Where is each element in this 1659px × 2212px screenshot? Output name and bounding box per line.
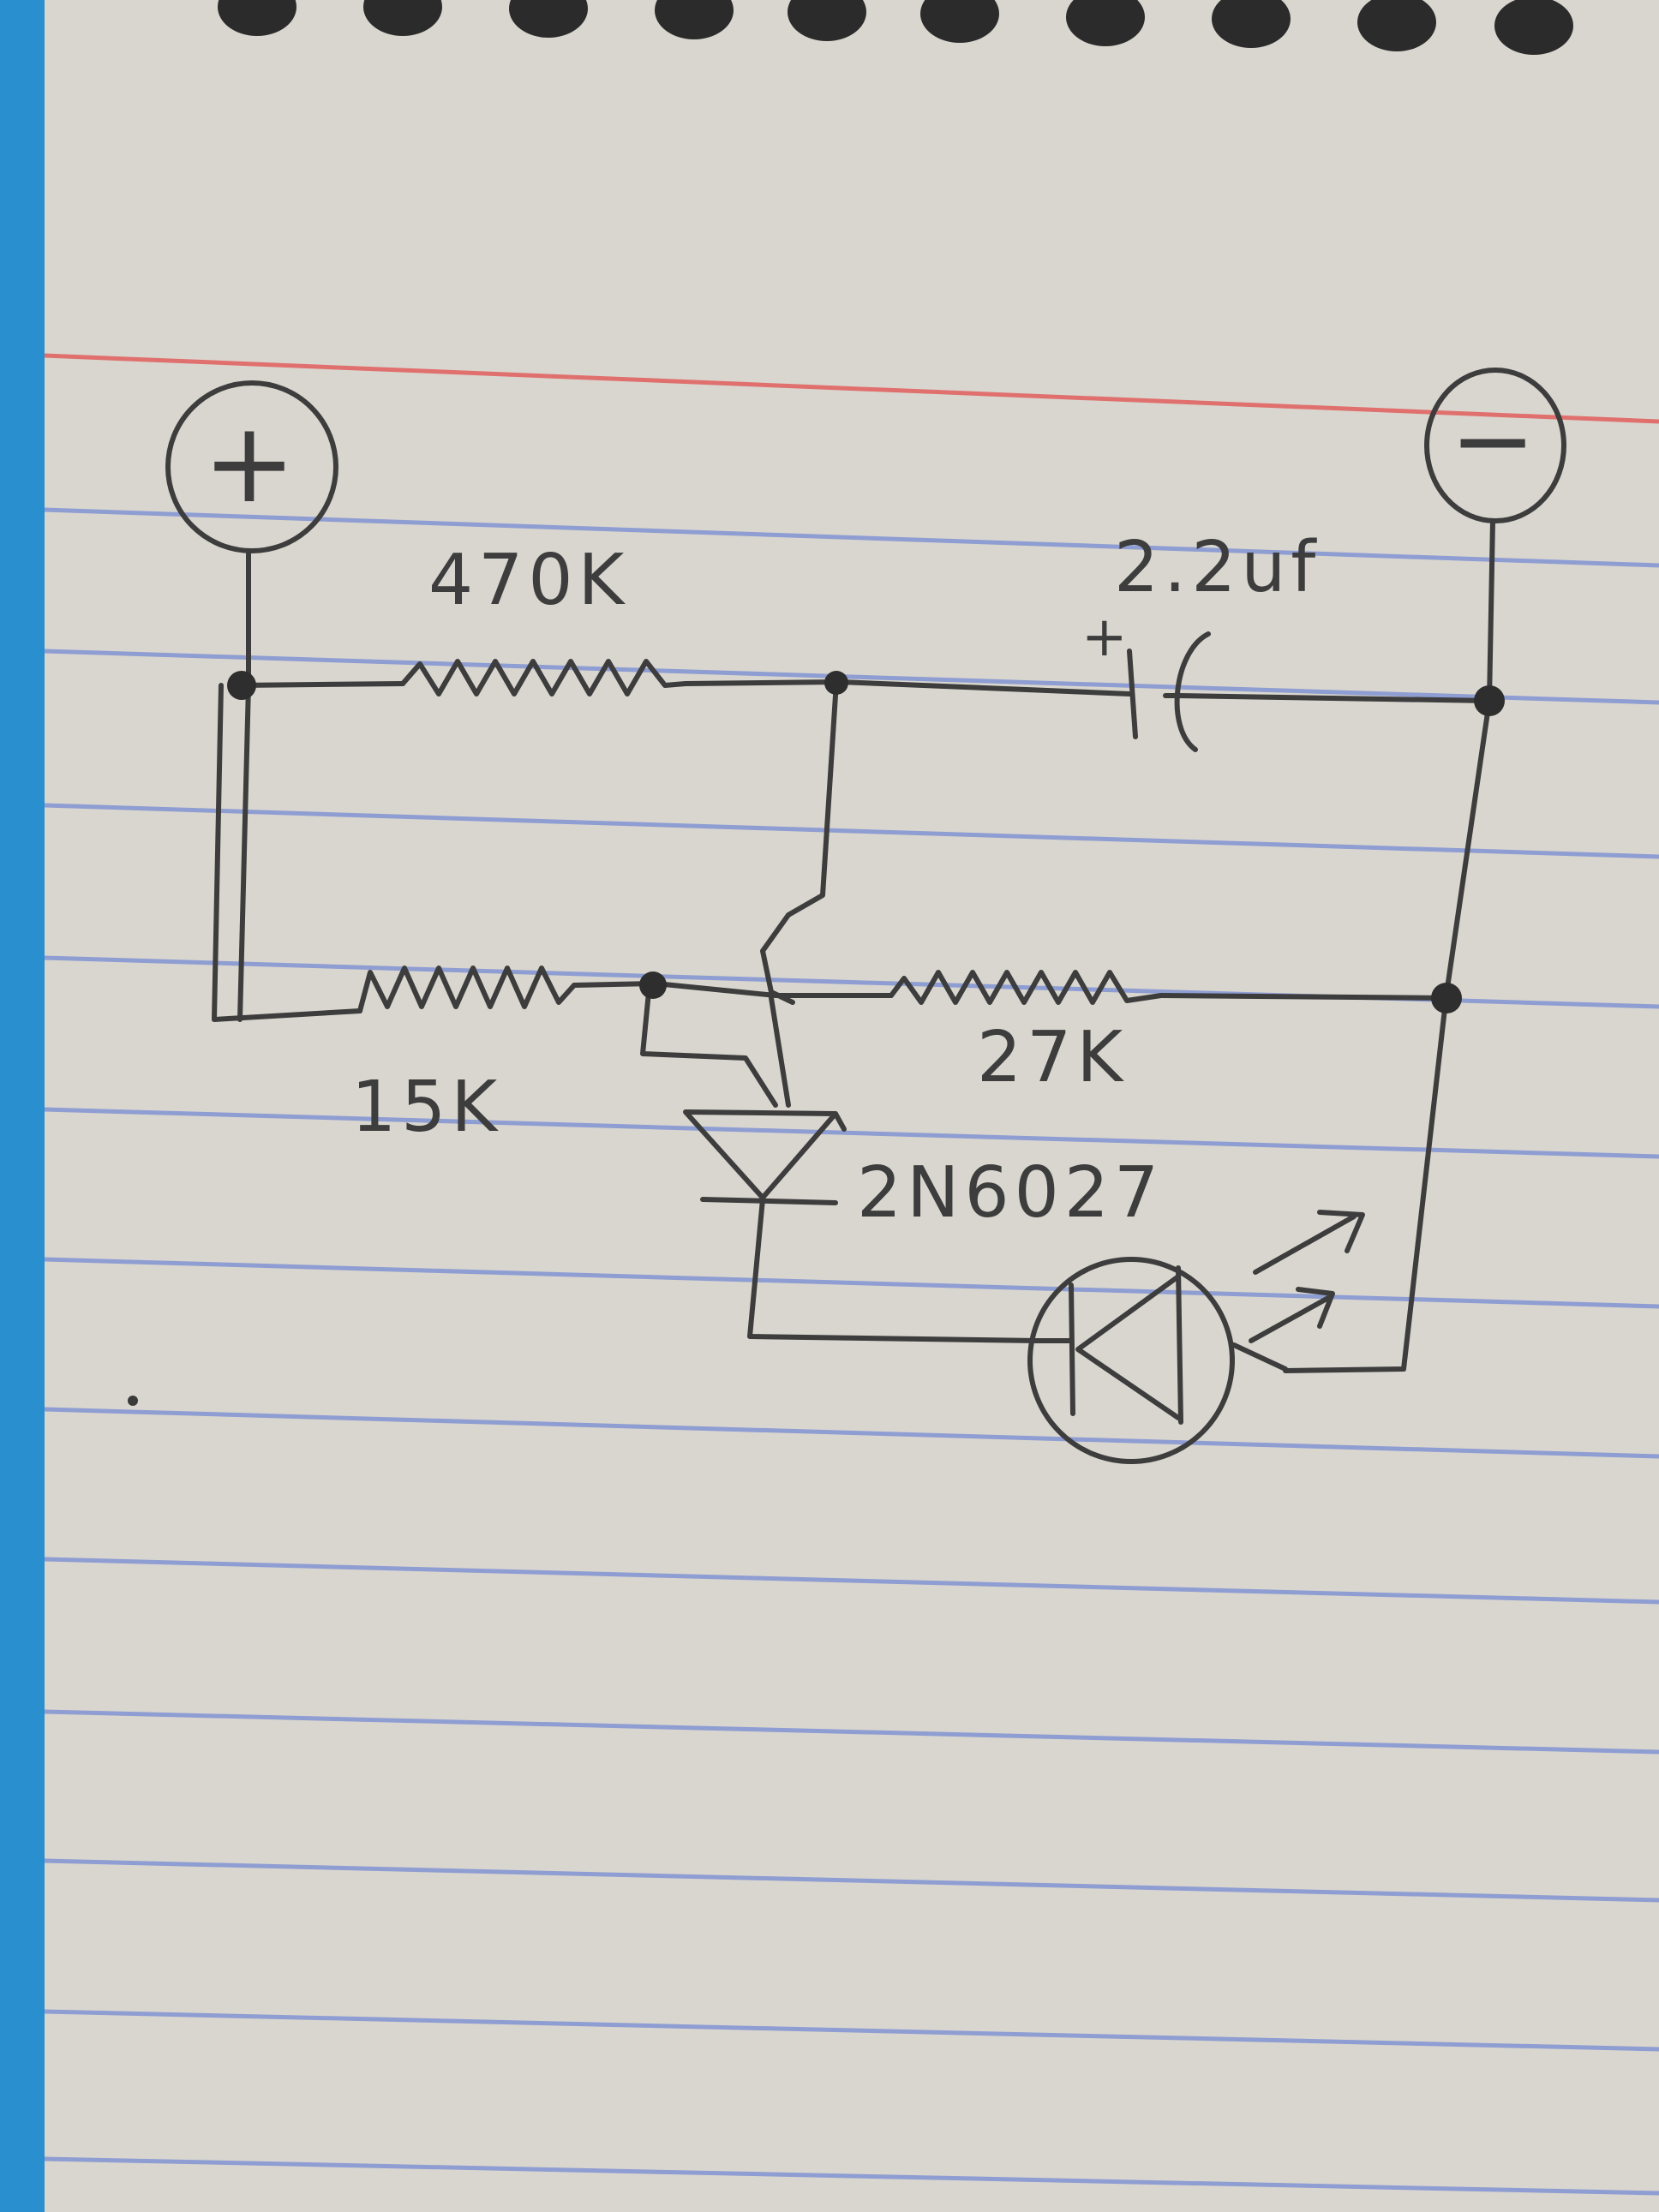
wire-top-right [1176,693,1492,703]
wire-r3-right [1159,993,1451,1001]
wire-cathode-to-led [747,1197,1039,1343]
resistor-r2 [357,966,577,1013]
resistor-r3 [889,970,1164,1005]
margin-line [44,353,1659,424]
negative-terminal: − [1424,368,1566,523]
r2-value-label: 15K [351,1067,502,1148]
polarized-capacitor-icon [1127,631,1211,752]
wire-gate-to-thyristor [769,995,791,1108]
wire-left-bottom [212,683,362,1022]
positive-terminal: + [165,380,338,553]
binding-edge [0,0,45,2212]
c1-polarity-label: + [1081,606,1133,669]
positive-terminal-label: + [203,398,302,528]
c1-value-label: 2.2uf [1114,527,1321,608]
r1-value-label: 470K [428,540,629,621]
circuit-schematic: + − 470K 2.2uf + 15K [128,368,1566,1464]
wire-junction-anode [640,981,778,1108]
put-thyristor-icon [683,1109,847,1205]
led-icon [1027,1210,1365,1464]
ink-speck [128,1396,138,1406]
resistor-r1 [400,659,688,696]
r3-value-label: 27K [977,1017,1128,1098]
negative-terminal-label: − [1450,381,1542,500]
wire-top-left [236,681,405,688]
junction-dots [227,671,1505,1013]
thyristor-part-label: 2N6027 [857,1152,1164,1234]
spiral-rings-icon [218,0,1573,55]
wire-r2-junction [572,981,894,998]
